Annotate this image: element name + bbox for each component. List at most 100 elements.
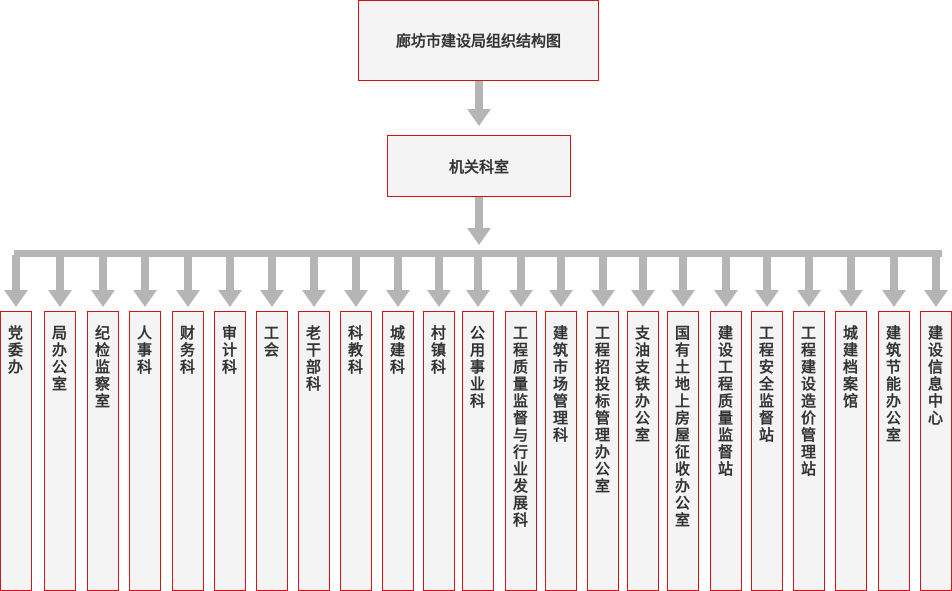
root-node: 廊坊市建设局组织结构图 [358,0,599,81]
connector-line [475,197,483,228]
root-title: 廊坊市建设局组织结构图 [395,32,561,50]
department-label: 建筑市场管理科 [551,325,569,444]
department-node: 建设工程质量监督站 [710,311,742,591]
middle-node: 机关科室 [387,135,571,197]
connector-line [352,255,360,290]
connector-line [268,255,276,290]
department-label: 审计科 [220,325,238,376]
horizontal-connector [14,250,942,257]
connector-line [679,255,687,290]
middle-title: 机关科室 [448,157,509,176]
department-node: 财务科 [172,311,204,591]
connector-line [932,255,940,290]
department-node: 工程安全监督站 [751,311,783,591]
department-node: 城建档案馆 [835,311,867,591]
department-node: 局办公室 [44,311,76,591]
arrow-down-icon [48,290,72,307]
connector-line [475,81,483,109]
connector-line [310,255,318,290]
department-label: 国有土地上房屋征收办公室 [673,325,691,529]
connector-line [517,255,525,290]
department-node: 城建科 [382,311,414,591]
connector-line [56,255,64,290]
department-label: 纪检监察室 [93,325,111,410]
department-label: 工程招投标管理办公室 [593,325,611,495]
arrow-down-icon [344,290,368,307]
department-label: 老干部科 [304,325,322,393]
department-node: 建筑市场管理科 [545,311,577,591]
department-node: 建筑节能办公室 [878,311,910,591]
department-label: 财务科 [178,325,196,376]
connector-line [12,255,20,290]
department-node: 工程质量监督与行业发展科 [505,311,537,591]
connector-line [557,255,565,290]
arrow-down-icon [427,290,451,307]
department-label: 工程质量监督与行业发展科 [511,325,529,529]
department-node: 党委办 [0,311,32,591]
department-label: 公用事业科 [468,325,486,410]
arrow-down-icon [218,290,242,307]
connector-line [394,255,402,290]
connector-line [599,255,607,290]
department-label: 城建档案馆 [841,325,859,410]
connector-line [722,255,730,290]
arrow-down-icon [839,290,863,307]
connector-line [184,255,192,290]
department-label: 工会 [262,325,280,359]
connector-line [474,255,482,290]
department-node: 纪检监察室 [87,311,119,591]
department-node: 工程招投标管理办公室 [587,311,619,591]
arrow-down-icon [591,290,615,307]
department-label: 建设工程质量监督站 [716,325,734,478]
arrow-down-icon [386,290,410,307]
department-node: 村镇科 [423,311,455,591]
department-node: 审计科 [214,311,246,591]
arrow-down-icon [467,228,491,245]
department-label: 科教科 [346,325,364,376]
department-label: 工程安全监督站 [757,325,775,444]
connector-line [99,255,107,290]
arrow-down-icon [714,290,738,307]
department-label: 建设信息中心 [926,325,944,427]
arrow-down-icon [549,290,573,307]
department-label: 党委办 [6,325,24,376]
arrow-down-icon [176,290,200,307]
department-node: 支油支铁办公室 [627,311,659,591]
department-label: 建筑节能办公室 [884,325,902,444]
department-node: 工程建设造价管理站 [793,311,825,591]
connector-line [847,255,855,290]
arrow-down-icon [4,290,28,307]
department-label: 城建科 [388,325,406,376]
arrow-down-icon [260,290,284,307]
arrow-down-icon [466,290,490,307]
arrow-down-icon [882,290,906,307]
connector-line [805,255,813,290]
arrow-down-icon [631,290,655,307]
arrow-down-icon [671,290,695,307]
department-node: 工会 [256,311,288,591]
department-node: 国有土地上房屋征收办公室 [667,311,699,591]
arrow-down-icon [755,290,779,307]
arrow-down-icon [924,290,948,307]
department-node: 老干部科 [298,311,330,591]
department-node: 建设信息中心 [920,311,952,591]
arrow-down-icon [467,109,491,126]
department-label: 工程建设造价管理站 [799,325,817,478]
department-node: 科教科 [340,311,372,591]
arrow-down-icon [509,290,533,307]
arrow-down-icon [133,290,157,307]
department-node: 公用事业科 [462,311,494,591]
department-label: 村镇科 [429,325,447,376]
arrow-down-icon [302,290,326,307]
department-node: 人事科 [129,311,161,591]
department-label: 人事科 [135,325,153,376]
connector-line [890,255,898,290]
department-label: 支油支铁办公室 [633,325,651,444]
department-label: 局办公室 [50,325,68,393]
connector-line [435,255,443,290]
connector-line [226,255,234,290]
arrow-down-icon [797,290,821,307]
connector-line [763,255,771,290]
connector-line [141,255,149,290]
arrow-down-icon [91,290,115,307]
